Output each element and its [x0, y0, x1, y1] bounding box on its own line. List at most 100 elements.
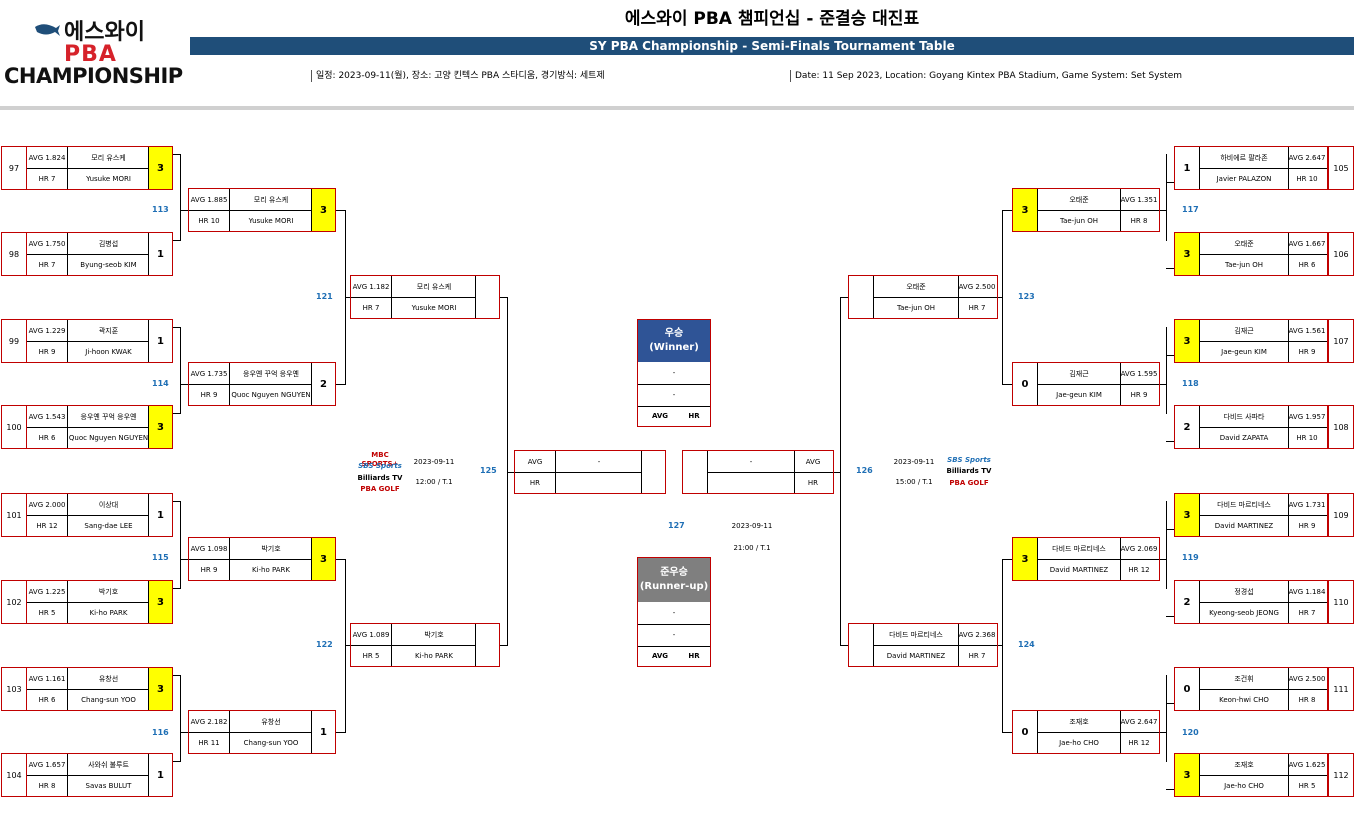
player-name-en: Yusuke MORI — [391, 297, 476, 318]
avg-value: AVG 1.184 — [1287, 581, 1327, 603]
avg-value: AVG 2.500 — [957, 276, 997, 298]
seed-number: 97 — [1, 146, 27, 190]
player-name-kr: - — [707, 451, 795, 473]
player-name-kr: 모리 유스케 — [391, 276, 476, 298]
seed-number: 105 — [1328, 146, 1354, 190]
runnerup-box: 준우승 (Runner-up) - - AVG HR — [637, 557, 711, 667]
runnerup-header: 준우승 (Runner-up) — [638, 558, 710, 602]
score: 2 — [311, 363, 335, 405]
left-date: 2023-09-11 — [413, 458, 455, 466]
bracket-line — [840, 297, 848, 298]
player-name-kr: 김병섭 — [67, 233, 149, 255]
info-english: Date: 11 Sep 2023, Location: Goyang Kint… — [790, 70, 1182, 82]
logo-pba: PBA — [64, 42, 117, 67]
bracket-line — [1002, 559, 1003, 733]
bracket-line — [1166, 703, 1174, 704]
player-name-en — [555, 472, 642, 493]
match-number: 125 — [480, 466, 497, 475]
score: 1 — [148, 754, 172, 796]
header-divider — [0, 106, 1354, 110]
bracket-line — [998, 297, 1003, 298]
match-number: 119 — [1182, 553, 1199, 562]
bracket-line — [1160, 210, 1167, 211]
sbs-sports-logo: SBS Sports — [358, 462, 402, 470]
player-name-kr: 박기호 — [67, 581, 149, 603]
player-name-en: Byung-seob KIM — [67, 254, 149, 275]
player-name-en: Quoc Nguyen NGUYEN — [229, 384, 312, 405]
match-number: 122 — [316, 640, 333, 649]
winner-line1: - — [638, 362, 710, 385]
player-name-en: Sang-dae LEE — [67, 515, 149, 536]
bracket-line — [840, 645, 848, 646]
hr-value: HR 12 — [36, 521, 58, 530]
avg-value: AVG — [793, 451, 833, 473]
player-name-en: David MARTINEZ — [873, 645, 959, 666]
score: 3 — [1175, 320, 1199, 362]
match-number: 126 — [856, 466, 873, 475]
avg-value: AVG 1.667 — [1287, 233, 1327, 255]
player-name-kr: 오태준 — [873, 276, 959, 298]
player-name-en: Yusuke MORI — [229, 210, 312, 231]
info-korean: 일정: 2023-09-11(월), 장소: 고양 킨텍스 PBA 스타디움, … — [311, 70, 605, 82]
avg-value: AVG 1.731 — [1287, 494, 1327, 516]
player-name-en: Yusuke MORI — [67, 168, 149, 189]
avg-value: AVG 1.182 — [351, 276, 391, 298]
seed-number: 108 — [1328, 405, 1354, 449]
hr-value: HR 10 — [1296, 174, 1318, 183]
avg-value: AVG 2.069 — [1119, 538, 1159, 560]
bracket-line — [180, 732, 188, 733]
match-number: 115 — [152, 553, 169, 562]
player-name-kr: 모리 유스케 — [67, 147, 149, 169]
seed-number: 112 — [1328, 753, 1354, 797]
player-name-en: Ki-ho PARK — [229, 559, 312, 580]
player-name-kr: 조건휘 — [1199, 668, 1289, 690]
bracket-line — [1166, 675, 1167, 762]
fish-logo-icon — [35, 24, 60, 36]
match-number: 121 — [316, 292, 333, 301]
bracket-line — [1166, 154, 1167, 241]
bracket-line — [173, 675, 181, 676]
bracket-line — [345, 297, 350, 298]
avg-value: AVG 2.000 — [27, 494, 67, 516]
bracket-line — [180, 154, 181, 241]
match-number: 124 — [1018, 640, 1035, 649]
final-date: 2023-09-11 — [731, 522, 773, 530]
winner-label-en: (Winner) — [649, 342, 699, 353]
match-number: 117 — [1182, 205, 1199, 214]
winner-box: 우승 (Winner) - - AVG HR — [637, 319, 711, 427]
hr-value: HR 9 — [38, 347, 56, 356]
avg-value: AVG 1.657 — [27, 754, 67, 776]
hr-value: HR 5 — [1298, 781, 1316, 790]
player-name-kr: 조재호 — [1037, 711, 1121, 733]
